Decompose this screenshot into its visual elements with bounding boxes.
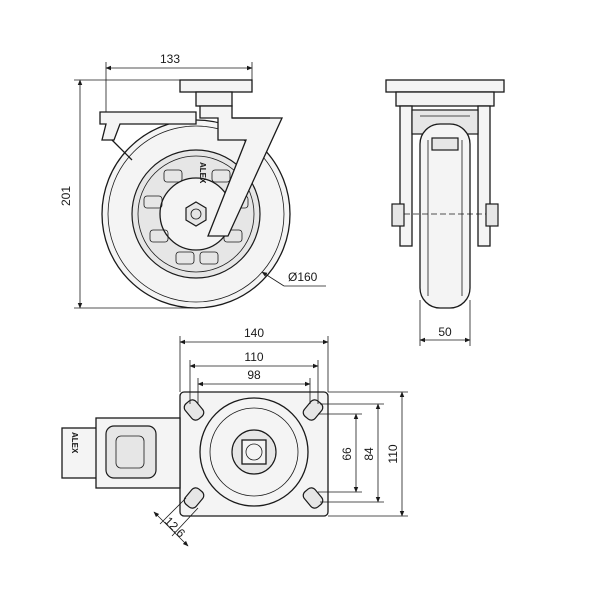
side-axle-nut: [185, 201, 207, 227]
side-top-plate: [179, 79, 253, 93]
front-axle-nut-right: [485, 203, 499, 227]
dim-plate-width-label: 140: [244, 326, 264, 340]
dim-hole-spacing-outer-x: 110: [189, 350, 319, 404]
dim-wheel-diameter: Ø160: [261, 270, 326, 287]
dim-hole-spacing-outer-x-label: 110: [244, 350, 263, 364]
side-brake-lever: [99, 111, 197, 141]
side-brand-mark: ALEX: [198, 162, 207, 184]
top-brand-mark: ALEX: [70, 432, 79, 454]
side-fork: [199, 105, 284, 237]
dim-plate-height-label: 110: [386, 444, 400, 463]
top-brake-block: [105, 425, 157, 479]
dim-overall-height: 201: [59, 79, 196, 309]
dim-plate-width: 140: [179, 326, 329, 392]
dim-hole-spacing-inner-y: 66: [318, 413, 362, 493]
dim-plate-height: 110: [328, 391, 408, 517]
dim-wheel-width: 50: [419, 300, 471, 346]
dim-side-width: 133: [105, 52, 253, 112]
top-slot-holes: [183, 399, 324, 509]
front-brake-pad: [431, 137, 459, 151]
dim-overall-height-label: 201: [59, 186, 73, 206]
dim-wheel-diameter-label: Ø160: [288, 270, 318, 284]
dim-hole-spacing-inner-x: 98: [197, 368, 311, 404]
dim-hole-spacing-mid-y-label: 84: [362, 447, 376, 461]
side-view: ALEX: [99, 79, 291, 309]
front-wheel: [419, 123, 471, 309]
dim-hole-spacing-inner-y-label: 66: [340, 447, 354, 461]
front-axle-nut-left: [391, 203, 405, 227]
front-swivel-head: [395, 91, 495, 107]
side-swivel-head: [195, 91, 233, 107]
front-view: [385, 79, 505, 309]
top-view: ALEX: [61, 391, 329, 517]
dim-hole-spacing-inner-x-label: 98: [247, 368, 261, 382]
front-top-plate: [385, 79, 505, 93]
top-brake-pedal: [61, 427, 101, 479]
dim-wheel-width-label: 50: [438, 325, 452, 339]
dim-side-width-label: 133: [160, 52, 180, 66]
dim-hole-spacing-mid-y: 84: [320, 403, 384, 503]
